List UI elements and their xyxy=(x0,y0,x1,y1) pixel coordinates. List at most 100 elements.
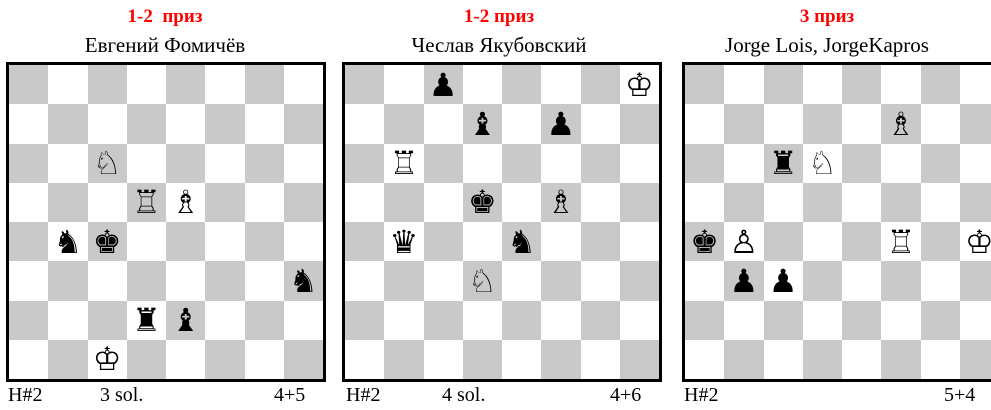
square-e7 xyxy=(502,104,541,143)
square-f5 xyxy=(205,183,244,222)
author-name: Чеслав Якубовский xyxy=(334,33,664,58)
square-e7 xyxy=(166,104,205,143)
square-g7 xyxy=(245,104,284,143)
square-f1 xyxy=(541,340,580,379)
square-e8 xyxy=(166,65,205,104)
solutions-count: 3 sol. xyxy=(100,384,143,407)
square-g3 xyxy=(581,261,620,300)
square-d7 xyxy=(803,104,842,143)
square-a5 xyxy=(345,183,384,222)
square-a8 xyxy=(685,65,724,104)
square-g1 xyxy=(581,340,620,379)
square-b8 xyxy=(384,65,423,104)
chess-board: ♗♜♘♚♙♖♔♟♟ xyxy=(682,62,991,382)
square-e3 xyxy=(842,261,881,300)
white-bishop-icon: ♗ xyxy=(547,186,576,218)
square-g1 xyxy=(921,340,960,379)
square-g4 xyxy=(245,222,284,261)
square-g7 xyxy=(581,104,620,143)
square-g5 xyxy=(245,183,284,222)
square-a6 xyxy=(9,144,48,183)
square-a1 xyxy=(345,340,384,379)
square-f4 xyxy=(541,222,580,261)
square-b2 xyxy=(724,301,763,340)
square-d8 xyxy=(127,65,166,104)
square-g6 xyxy=(245,144,284,183)
prize-title: 3 приз xyxy=(662,6,991,28)
square-a7 xyxy=(9,104,48,143)
square-c2 xyxy=(88,301,127,340)
square-d3 xyxy=(127,261,166,300)
square-h1 xyxy=(620,340,659,379)
square-h7 xyxy=(620,104,659,143)
white-bishop-icon: ♗ xyxy=(887,108,916,140)
square-f8 xyxy=(881,65,920,104)
black-bishop-icon: ♝ xyxy=(171,304,200,336)
square-f8 xyxy=(205,65,244,104)
square-h5 xyxy=(620,183,659,222)
square-h6 xyxy=(284,144,323,183)
material-count: 4+5 xyxy=(274,384,305,407)
white-knight-icon: ♘ xyxy=(93,147,122,179)
square-d5: ♚ xyxy=(463,183,502,222)
square-d6: ♘ xyxy=(803,144,842,183)
square-c5 xyxy=(424,183,463,222)
square-h3 xyxy=(620,261,659,300)
square-g6 xyxy=(581,144,620,183)
square-e5 xyxy=(842,183,881,222)
square-g8 xyxy=(921,65,960,104)
black-king-icon: ♚ xyxy=(93,226,122,258)
square-e5 xyxy=(502,183,541,222)
square-a4 xyxy=(9,222,48,261)
stipulation: H#2 xyxy=(8,384,42,407)
square-a6 xyxy=(345,144,384,183)
white-king-icon: ♔ xyxy=(965,226,991,258)
square-a3 xyxy=(345,261,384,300)
square-c2 xyxy=(764,301,803,340)
square-d2 xyxy=(803,301,842,340)
square-d1 xyxy=(463,340,502,379)
square-e3 xyxy=(502,261,541,300)
square-a1 xyxy=(9,340,48,379)
square-d5: ♖ xyxy=(127,183,166,222)
square-d7 xyxy=(127,104,166,143)
square-f7: ♗ xyxy=(881,104,920,143)
stipulation: H#2 xyxy=(346,384,380,407)
square-e4: ♞ xyxy=(502,222,541,261)
square-f5 xyxy=(881,183,920,222)
square-b5 xyxy=(384,183,423,222)
black-bishop-icon: ♝ xyxy=(468,108,497,140)
square-d3 xyxy=(803,261,842,300)
square-e8 xyxy=(842,65,881,104)
square-f2 xyxy=(881,301,920,340)
square-g1 xyxy=(245,340,284,379)
black-pawn-icon: ♟ xyxy=(429,69,458,101)
square-h2 xyxy=(960,301,991,340)
square-c4 xyxy=(764,222,803,261)
white-rook-icon: ♖ xyxy=(390,147,419,179)
white-bishop-icon: ♗ xyxy=(171,186,200,218)
square-c3: ♟ xyxy=(764,261,803,300)
black-king-icon: ♚ xyxy=(468,186,497,218)
square-h5 xyxy=(960,183,991,222)
square-g7 xyxy=(921,104,960,143)
square-a7 xyxy=(685,104,724,143)
square-a2 xyxy=(9,301,48,340)
square-g4 xyxy=(921,222,960,261)
square-f7: ♟ xyxy=(541,104,580,143)
material-count: 4+6 xyxy=(610,384,641,407)
square-c4 xyxy=(424,222,463,261)
square-h8 xyxy=(284,65,323,104)
square-c5 xyxy=(764,183,803,222)
square-e8 xyxy=(502,65,541,104)
square-f6 xyxy=(541,144,580,183)
square-b1 xyxy=(48,340,87,379)
square-g2 xyxy=(245,301,284,340)
square-b6 xyxy=(724,144,763,183)
white-rook-icon: ♖ xyxy=(132,186,161,218)
square-d8 xyxy=(803,65,842,104)
square-b6: ♖ xyxy=(384,144,423,183)
square-c6: ♘ xyxy=(88,144,127,183)
square-c1: ♔ xyxy=(88,340,127,379)
square-a3 xyxy=(685,261,724,300)
